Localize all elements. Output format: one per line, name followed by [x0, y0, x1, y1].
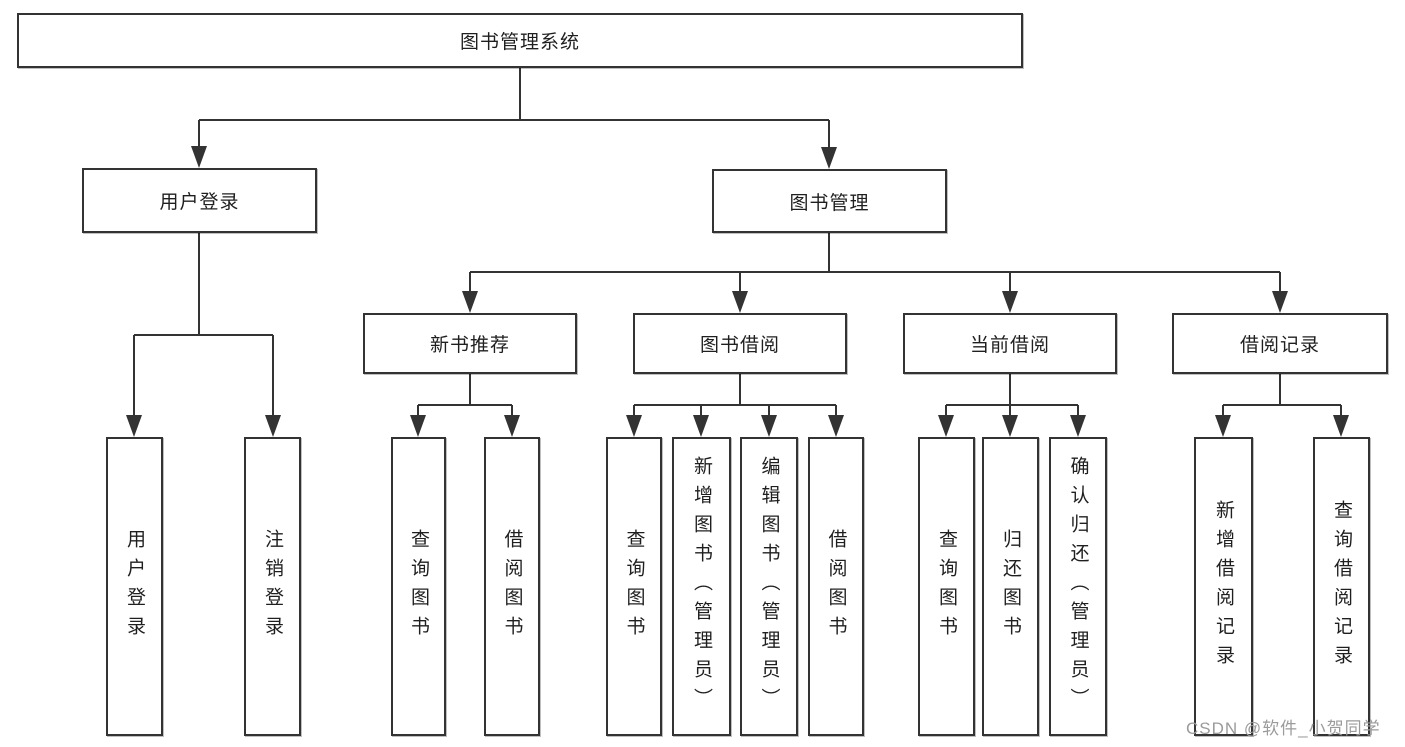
node-user-login-label: 用户登录	[159, 192, 240, 213]
node-user-login: 用户登录	[82, 168, 317, 233]
leaf-borrow-books-1-label: 借阅图书	[501, 528, 523, 645]
leaf-borrow-books-1: 借阅图书	[484, 437, 540, 736]
leaf-user-login-label: 用户登录	[124, 528, 145, 645]
leaf-return-books: 归还图书	[982, 437, 1039, 736]
leaf-query-books-3: 查询图书	[918, 437, 975, 736]
leaf-user-login: 用户登录	[106, 437, 163, 736]
leaf-add-book-admin: 新增图书（管理员）	[672, 437, 731, 736]
node-new-book-recommend-label: 新书推荐	[429, 335, 510, 356]
leaf-query-books-1: 查询图书	[391, 437, 446, 736]
node-new-book-recommend: 新书推荐	[363, 313, 577, 374]
leaf-query-books-2-label: 查询图书	[623, 528, 645, 645]
leaf-add-book-admin-label: 新增图书（管理员）	[691, 456, 712, 717]
node-root-label: 图书管理系统	[459, 32, 580, 53]
leaf-confirm-return-admin-label: 确认归还（管理员）	[1067, 456, 1089, 717]
node-current-borrow-label: 当前借阅	[969, 335, 1050, 356]
leaf-edit-book-admin: 编辑图书（管理员）	[740, 437, 798, 736]
node-borrow-records: 借阅记录	[1172, 313, 1388, 374]
leaf-logout-label: 注销登录	[262, 528, 283, 645]
leaf-query-books-3-label: 查询图书	[936, 528, 957, 645]
node-book-management: 图书管理	[712, 169, 947, 233]
leaf-query-books-1-label: 查询图书	[408, 528, 429, 645]
node-book-management-label: 图书管理	[789, 192, 870, 214]
leaf-add-borrow-record-label: 新增借阅记录	[1213, 499, 1234, 674]
leaf-add-borrow-record: 新增借阅记录	[1194, 437, 1253, 736]
leaf-edit-book-admin-label: 编辑图书（管理员）	[758, 456, 780, 717]
node-root: 图书管理系统	[17, 13, 1023, 68]
leaf-borrow-books-2: 借阅图书	[808, 437, 864, 736]
leaf-query-borrow-record-label: 查询借阅记录	[1331, 499, 1352, 674]
node-current-borrow: 当前借阅	[903, 313, 1117, 374]
leaf-confirm-return-admin: 确认归还（管理员）	[1049, 437, 1107, 736]
node-book-borrow-label: 图书借阅	[699, 335, 780, 356]
leaf-query-books-2: 查询图书	[606, 437, 662, 736]
node-book-borrow: 图书借阅	[633, 313, 847, 374]
leaf-borrow-books-2-label: 借阅图书	[825, 528, 847, 645]
leaf-query-borrow-record: 查询借阅记录	[1313, 437, 1370, 736]
node-borrow-records-label: 借阅记录	[1239, 335, 1320, 356]
leaf-return-books-label: 归还图书	[1000, 528, 1021, 645]
csdn-watermark: CSDN @软件_小贺同学	[1186, 719, 1381, 738]
leaf-logout: 注销登录	[244, 437, 301, 736]
